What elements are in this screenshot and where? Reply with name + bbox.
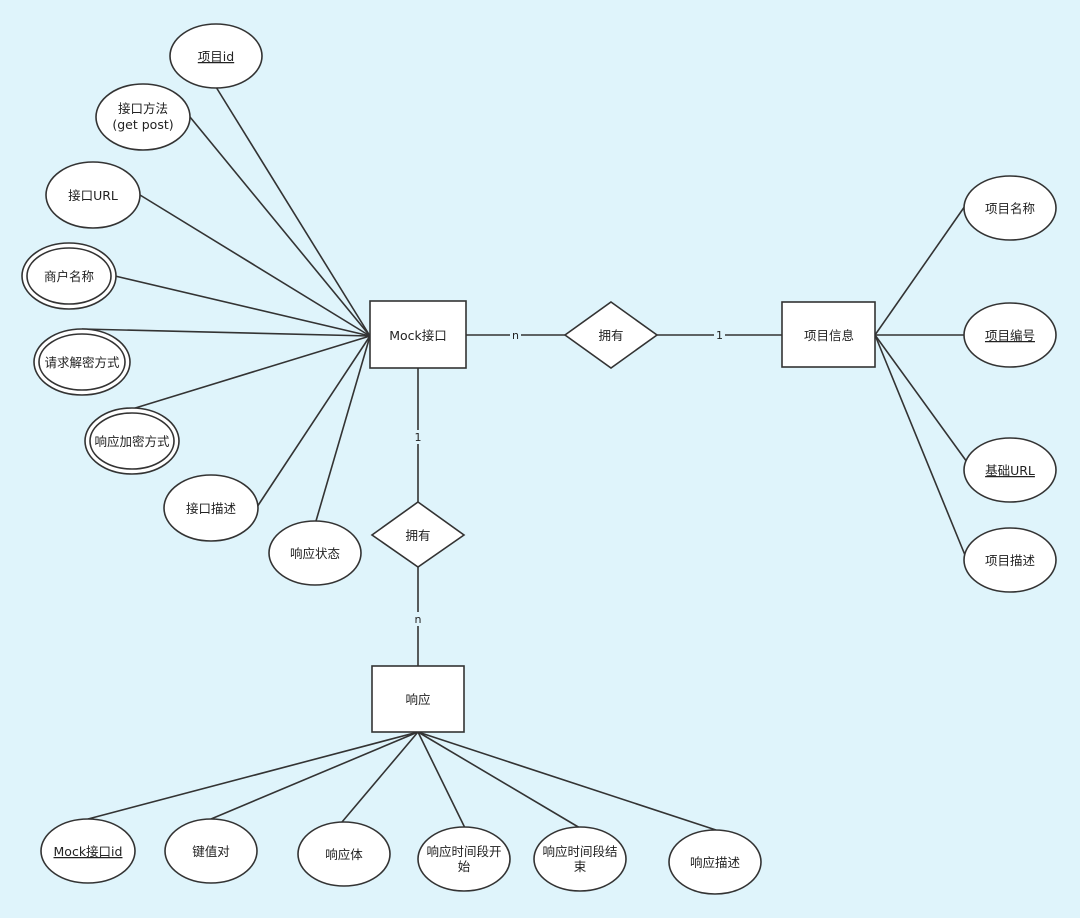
entity-response-label: 响应 — [405, 692, 430, 707]
entity-mock[interactable]: Mock接口 — [369, 300, 467, 369]
attr-proj-name[interactable]: 项目名称 — [963, 175, 1057, 241]
attr-project-id-label: 项目id — [198, 49, 234, 64]
attr-resp-kv-label: 键值对 — [192, 844, 230, 859]
attr-method[interactable]: 接口方法 (get post) — [95, 83, 191, 151]
edge-resp-body — [341, 731, 419, 823]
connectors — [81, 86, 968, 831]
attr-resp-end-label-line2: 束 — [574, 859, 587, 874]
attr-resp-desc[interactable]: 响应描述 — [668, 829, 762, 895]
edge-req-decrypt — [81, 328, 371, 337]
attr-method-label-line1: 接口方法 — [118, 101, 168, 116]
relation-top[interactable]: 拥有 — [563, 301, 659, 369]
entity-project[interactable]: 项目信息 — [781, 301, 876, 368]
edge-resp-kv — [210, 731, 419, 820]
cardinality-mock-rel-mid: 1 — [415, 431, 422, 444]
attr-resp-desc-label: 响应描述 — [690, 855, 741, 870]
attr-resp-encrypt[interactable]: 响应加密方式 — [84, 407, 180, 475]
edge-proj-name — [874, 205, 966, 336]
attr-status-label: 响应状态 — [290, 546, 340, 561]
relation-mid[interactable]: 拥有 — [370, 501, 466, 568]
attr-merchant-name[interactable]: 商户名称 — [21, 242, 117, 310]
attr-resp-body[interactable]: 响应体 — [297, 821, 391, 887]
attr-proj-desc-label: 项目描述 — [985, 553, 1036, 568]
attr-proj-code[interactable]: 项目编号 — [963, 302, 1057, 368]
edge-resp-desc — [417, 731, 717, 831]
attr-proj-base-url-label: 基础URL — [985, 463, 1035, 478]
edge-resp-encrypt — [131, 335, 371, 410]
edge-project-id — [215, 86, 371, 337]
cardinality-labels: n 1 1 n — [412, 328, 725, 626]
attr-url[interactable]: 接口URL — [45, 161, 141, 229]
edge-proj-base-url — [874, 334, 968, 463]
attr-proj-base-url[interactable]: 基础URL — [963, 437, 1057, 503]
attr-proj-code-label: 项目编号 — [985, 328, 1035, 343]
attr-project-id[interactable]: 项目id — [169, 23, 263, 89]
entity-response[interactable]: 响应 — [371, 665, 465, 733]
attr-url-label: 接口URL — [68, 188, 118, 203]
attr-resp-body-label: 响应体 — [325, 847, 363, 862]
edge-desc — [256, 335, 371, 508]
edge-url — [139, 194, 371, 337]
cardinality-mock-rel-top: n — [512, 329, 519, 342]
entity-project-label: 项目信息 — [804, 328, 854, 343]
edge-status — [315, 335, 371, 522]
cardinality-rel-top-project: 1 — [716, 329, 723, 342]
attr-merchant-name-label: 商户名称 — [44, 269, 94, 284]
attr-resp-mock-id[interactable]: Mock接口id — [40, 818, 136, 884]
edge-method — [189, 116, 371, 337]
attr-req-decrypt-label: 请求解密方式 — [44, 355, 120, 370]
attr-proj-desc[interactable]: 项目描述 — [963, 527, 1057, 593]
edge-resp-start — [417, 731, 466, 829]
relation-top-label: 拥有 — [598, 328, 623, 343]
relation-mid-label: 拥有 — [405, 528, 430, 543]
attr-resp-end[interactable]: 响应时间段结 束 — [533, 826, 627, 892]
edge-proj-desc — [874, 334, 968, 561]
entity-mock-label: Mock接口 — [389, 328, 447, 343]
attr-status[interactable]: 响应状态 — [268, 520, 362, 586]
attr-method-label-line2: (get post) — [112, 117, 173, 132]
attr-desc[interactable]: 接口描述 — [163, 474, 259, 542]
attr-resp-encrypt-label: 响应加密方式 — [94, 434, 170, 449]
attr-resp-mock-id-label: Mock接口id — [54, 844, 123, 859]
attr-resp-start-label-line2: 始 — [458, 859, 471, 874]
edge-resp-mock-id — [87, 731, 419, 820]
attr-resp-start[interactable]: 响应时间段开 始 — [417, 826, 511, 892]
cardinality-rel-mid-response: n — [415, 613, 422, 626]
attr-resp-kv[interactable]: 键值对 — [164, 818, 258, 884]
attr-desc-label: 接口描述 — [186, 501, 237, 516]
attr-proj-name-label: 项目名称 — [985, 201, 1035, 216]
attr-resp-end-label-line1: 响应时间段结 — [542, 844, 617, 859]
attr-resp-start-label-line1: 响应时间段开 — [426, 844, 501, 859]
edge-resp-end — [417, 731, 581, 829]
attr-req-decrypt[interactable]: 请求解密方式 — [33, 328, 131, 396]
edge-merchant-name — [114, 275, 371, 337]
